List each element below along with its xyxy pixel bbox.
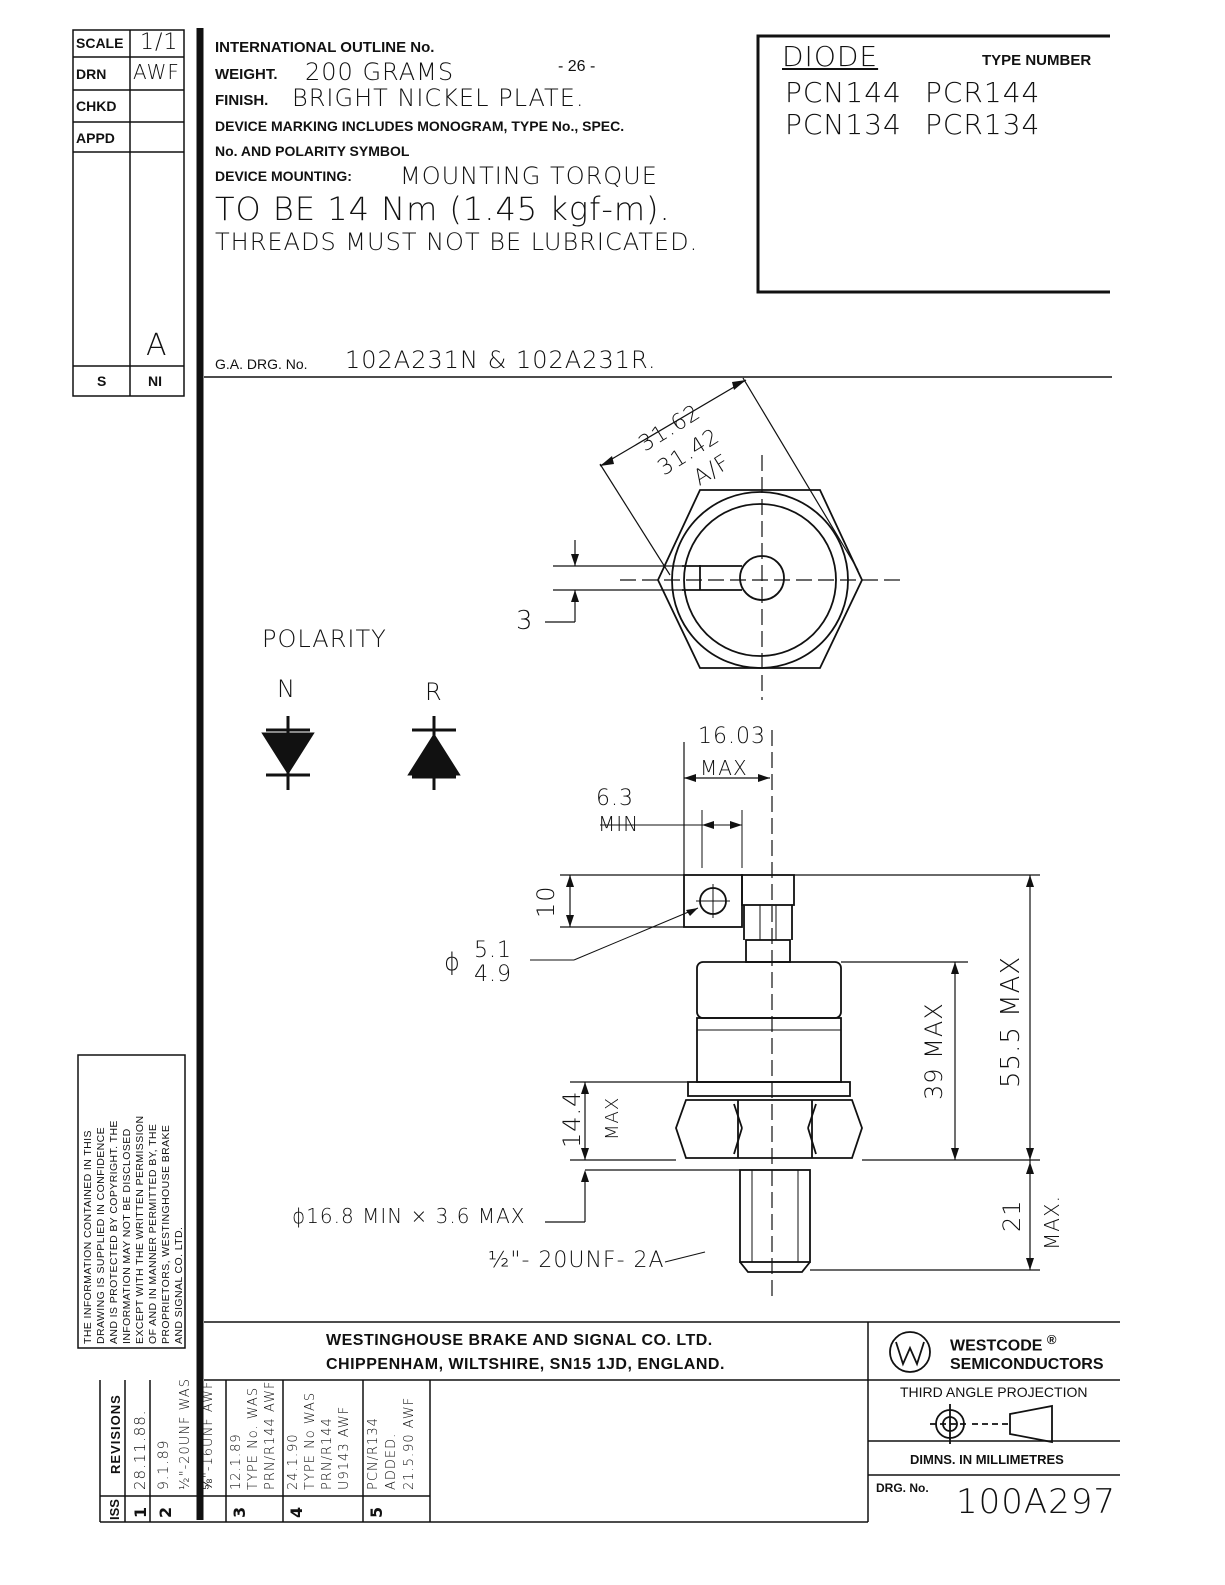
ni-label: NI: [148, 373, 162, 389]
revision-iss: 5: [367, 1505, 386, 1518]
marking-line2: No. AND POLARITY SYMBOL: [215, 143, 410, 159]
tag-width-dim: 16.03: [698, 724, 766, 749]
revision-text: 24.1.90: [286, 1433, 301, 1490]
finish-label: FINISH.: [215, 92, 269, 109]
revision-text: U9143 AWF: [337, 1405, 352, 1490]
type-number-1: PCN144: [785, 76, 902, 109]
hex-height-max: MAX: [602, 1096, 623, 1140]
projection-label: THIRD ANGLE PROJECTION: [900, 1384, 1088, 1400]
hole-edge-dim: 6.3: [596, 786, 634, 811]
polarity-r-label: R: [425, 678, 443, 706]
brand-name: WESTCODE ®: [950, 1332, 1057, 1355]
appd-label: APPD: [76, 130, 115, 146]
weight-value: 200 GRAMS: [305, 58, 455, 86]
revision-text: ½"-20UNF WAS: [178, 1378, 193, 1490]
mounting-line2: TO BE 14 Nm (1.45 kgf-m).: [215, 190, 671, 228]
mounting-label: DEVICE MOUNTING:: [215, 168, 352, 184]
page-number: - 26 -: [558, 58, 596, 75]
finish-value: BRIGHT NICKEL PLATE.: [292, 84, 585, 112]
confidential-line: PROPRIETORS, WESTINGHOUSE BRAKE: [160, 1124, 172, 1344]
revision-text: TYPE No. WAS: [246, 1386, 261, 1490]
type-number-4: PCR134: [925, 108, 1041, 141]
revision-iss: 1: [131, 1505, 150, 1518]
polarity-title: POLARITY: [262, 625, 387, 653]
revision-text: 12.1.89: [229, 1433, 244, 1490]
confidential-line: INFORMATION MAY NOT BE DISCLOSED: [121, 1128, 133, 1344]
type-number-3: PCN134: [785, 108, 902, 141]
confidential-line: AND SIGNAL CO. LTD.: [173, 1226, 185, 1344]
scale-label: SCALE: [76, 35, 124, 51]
third-angle-projection-icon: [925, 1402, 1055, 1446]
revision-text: 9.1.89: [156, 1439, 172, 1490]
revision-text: PCN/R134: [366, 1417, 381, 1490]
mounting-line1: MOUNTING TORQUE: [400, 162, 658, 190]
revisions-heading: REVISIONS: [108, 1394, 123, 1474]
westcode-logo-icon: [890, 1332, 930, 1372]
type-heading: DIODE: [782, 40, 879, 73]
s-label: S: [97, 373, 107, 389]
slot-dim: 3: [516, 606, 534, 636]
hole-dia-upper: 5.1: [474, 938, 512, 963]
revision-text: 28.11.88.: [131, 1409, 149, 1490]
confidential-line: DRAWING IS SUPPLIED IN CONFIDENCE: [95, 1126, 107, 1344]
drn-label: DRN: [76, 66, 107, 82]
confidential-line: THE INFORMATION CONTAINED IN THIS: [82, 1130, 94, 1344]
revision-iss: 4: [287, 1505, 306, 1518]
brand-registered-mark: ®: [1046, 1332, 1057, 1347]
washer-dim: ϕ16.8 MIN × 3.6 MAX: [292, 1204, 526, 1228]
confidential-line: OF AND IN MANNER PERMITTED BY, THE: [147, 1123, 159, 1344]
hole-dia-symbol: ϕ: [444, 948, 461, 976]
drg-number: 100A297: [956, 1482, 1117, 1522]
brand-text: WESTCODE: [950, 1337, 1043, 1355]
tag-height-dim: 10: [532, 885, 560, 918]
mounting-line3: THREADS MUST NOT BE LUBRICATED.: [215, 228, 699, 256]
revision-text: ADDED.: [384, 1432, 399, 1490]
revision-text: PRN/R144 AWF: [263, 1380, 278, 1490]
body-height-dim: 39 MAX: [920, 1002, 948, 1100]
weight-label: WEIGHT.: [215, 66, 278, 83]
stud-length-dim: 21: [998, 1199, 1026, 1232]
hole-dia-lower: 4.9: [474, 962, 512, 987]
iss-label: ISS: [107, 1499, 122, 1520]
stud-length-max: MAX.: [1040, 1195, 1064, 1250]
drg-label: DRG. No.: [876, 1481, 929, 1495]
type-number-label: TYPE NUMBER: [982, 52, 1092, 69]
company-name: WESTINGHOUSE BRAKE AND SIGNAL CO. LTD.: [326, 1332, 713, 1349]
confidential-line: AND IS PROTECTED BY COPYRIGHT. THE: [108, 1120, 120, 1344]
polarity-n-label: N: [277, 675, 296, 703]
revision-text: TYPE No WAS: [303, 1391, 318, 1490]
hex-height-dim: 14.4: [558, 1090, 586, 1148]
revision-text: ⅝"-16UNF AWF: [201, 1380, 216, 1490]
issue-letter: A: [146, 328, 168, 363]
chkd-label: CHKD: [76, 98, 117, 114]
brand-line2: SEMICONDUCTORS: [950, 1356, 1104, 1373]
revision-iss: 2: [156, 1505, 175, 1518]
units-label: DIMNS. IN MILLIMETRES: [910, 1452, 1064, 1467]
drn-value: AWF: [133, 60, 180, 84]
ga-label: G.A. DRG. No.: [215, 356, 308, 372]
overall-height-dim: 55.5 MAX: [996, 955, 1026, 1088]
marking-line1: DEVICE MARKING INCLUDES MONOGRAM, TYPE N…: [215, 118, 625, 134]
ga-value: 102A231N & 102A231R.: [345, 346, 657, 374]
type-number-2: PCR144: [925, 76, 1041, 109]
hole-edge-min: MIN: [598, 812, 640, 836]
outline-label: INTERNATIONAL OUTLINE No.: [215, 39, 435, 56]
tag-width-max: MAX: [700, 756, 748, 780]
revision-text: PRN/R144: [320, 1417, 335, 1490]
revision-iss: 3: [230, 1505, 249, 1518]
confidential-line: EXCEPT WITH THE WRITTEN PERMISSION: [134, 1115, 146, 1344]
company-address: CHIPPENHAM, WILTSHIRE, SN15 1JD, ENGLAND…: [326, 1356, 725, 1373]
confidential-note: THE INFORMATION CONTAINED IN THIS DRAWIN…: [82, 1054, 186, 1344]
thread-spec: ½"- 20UNF- 2A: [488, 1248, 665, 1273]
scale-value: 1/1: [140, 30, 179, 55]
revision-text: 21.5.90 AWF: [402, 1396, 417, 1490]
